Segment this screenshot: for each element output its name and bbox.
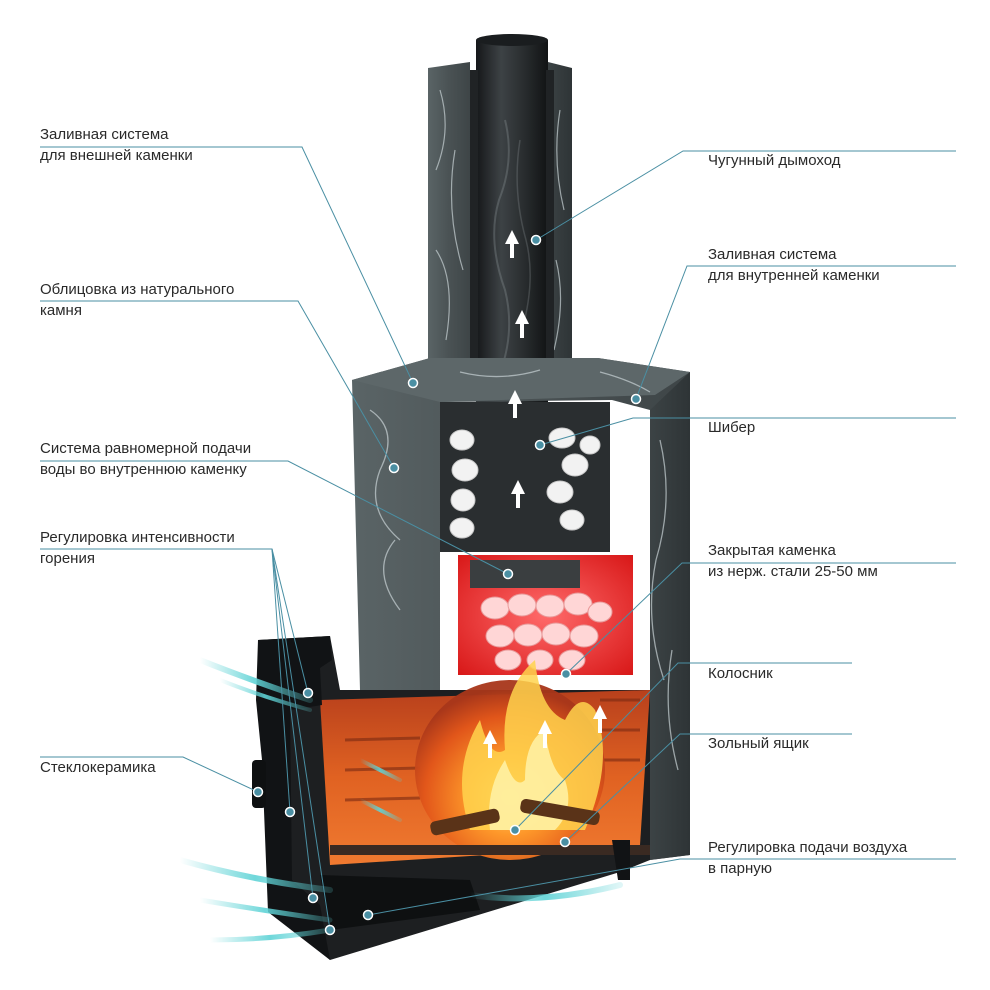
leader-closed-heater — [565, 562, 956, 675]
leader-glass-ceramic — [40, 756, 259, 793]
leader-grate-dot — [509, 824, 521, 836]
leader-grate — [514, 662, 852, 831]
leader-water-feed-dot — [502, 568, 514, 580]
leader-stone-cladding-dot — [388, 462, 400, 474]
leader-pour-inner — [635, 265, 956, 400]
leader-cast-chimney-dot — [530, 234, 542, 246]
leader-burn-control-2-dot — [284, 806, 296, 818]
leader-damper — [539, 417, 956, 446]
leader-burn-control-4 — [271, 548, 331, 931]
label-glass-ceramic: Стеклокерамика — [40, 759, 156, 776]
leader-closed-heater-dot — [560, 668, 572, 680]
inner-stone-chamber — [440, 402, 610, 552]
leader-lines — [40, 146, 956, 936]
leader-burn-control-4-dot — [324, 924, 336, 936]
stone-body — [352, 358, 690, 860]
leader-pour-outer — [40, 146, 414, 384]
leader-cast-chimney — [535, 150, 956, 241]
label-ash-box: Зольный ящик — [708, 735, 809, 752]
leader-burn-control-2 — [271, 548, 291, 813]
leader-water-feed — [40, 460, 509, 575]
flow-arrows — [483, 230, 607, 758]
leader-burn-control-3 — [271, 548, 314, 899]
closed-steel-heater — [458, 555, 633, 675]
leader-ash-box — [564, 733, 852, 843]
label-grate: Колосник — [708, 665, 773, 682]
leader-air-control — [367, 858, 956, 916]
leader-damper-dot — [534, 439, 546, 451]
leader-pour-inner-dot — [630, 393, 642, 405]
leader-burn-control-1-dot — [302, 687, 314, 699]
leader-ash-box-dot — [559, 836, 571, 848]
label-cast-chimney: Чугунный дымоход — [708, 152, 841, 169]
label-damper: Шибер — [708, 419, 756, 436]
leader-air-control-dot — [362, 909, 374, 921]
leader-glass-ceramic-dot — [252, 786, 264, 798]
leader-burn-control-3-dot — [307, 892, 319, 904]
leader-pour-outer-dot — [407, 377, 419, 389]
leader-stone-cladding — [40, 300, 395, 469]
